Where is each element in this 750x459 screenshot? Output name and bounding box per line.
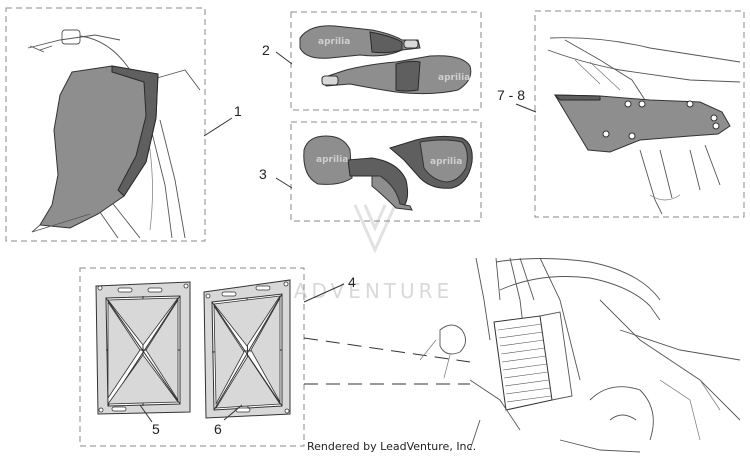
radiator-guard-left-illustration [95, 281, 191, 415]
callout-6: 6 [214, 421, 222, 437]
callout-5: 5 [152, 421, 160, 437]
leader-line-1 [203, 117, 233, 137]
callout-3: 3 [259, 166, 267, 182]
radiator-guard-right-illustration [203, 279, 291, 419]
leader-line-5 [139, 404, 153, 423]
assembly-line-upper [303, 337, 471, 363]
panel-7-8-frame [534, 10, 745, 218]
side-panel-illustration [547, 37, 741, 215]
left-shell-brand: aprilia [316, 155, 348, 165]
right-shell-brand: aprilia [430, 157, 462, 167]
hand-protector-pair-illustration: aprilia aprilia [299, 25, 472, 95]
panel-3-frame [290, 121, 482, 222]
hand-guard-shells-illustration: aprilia aprilia [303, 135, 473, 211]
panel-2-frame [290, 11, 482, 111]
footer-credit: Rendered by LeadVenture, Inc. [307, 440, 477, 453]
leader-line-2 [275, 51, 293, 65]
watermark-text: LEADVENTURE [262, 279, 453, 303]
front-number-plate-illustration [27, 29, 201, 239]
callout-4: 4 [348, 274, 356, 290]
watermark: LEADVENTURE [262, 204, 453, 303]
leader-line-6 [223, 404, 243, 421]
panel-1-frame [5, 7, 206, 242]
side-panel-bolts [602, 100, 720, 140]
panel-4-frame [79, 267, 305, 447]
callout-2: 2 [262, 42, 270, 58]
callout-7-8: 7 - 8 [497, 87, 525, 103]
leader-line-7-8 [515, 103, 537, 113]
callout-1: 1 [234, 103, 242, 119]
upper-guard-brand: aprilia [318, 37, 350, 47]
lower-guard-brand: aprilia [438, 73, 470, 83]
leader-line-3 [275, 177, 293, 189]
leader-line-4 [303, 283, 345, 303]
motorcycle-radiator-area-illustration [419, 257, 741, 453]
